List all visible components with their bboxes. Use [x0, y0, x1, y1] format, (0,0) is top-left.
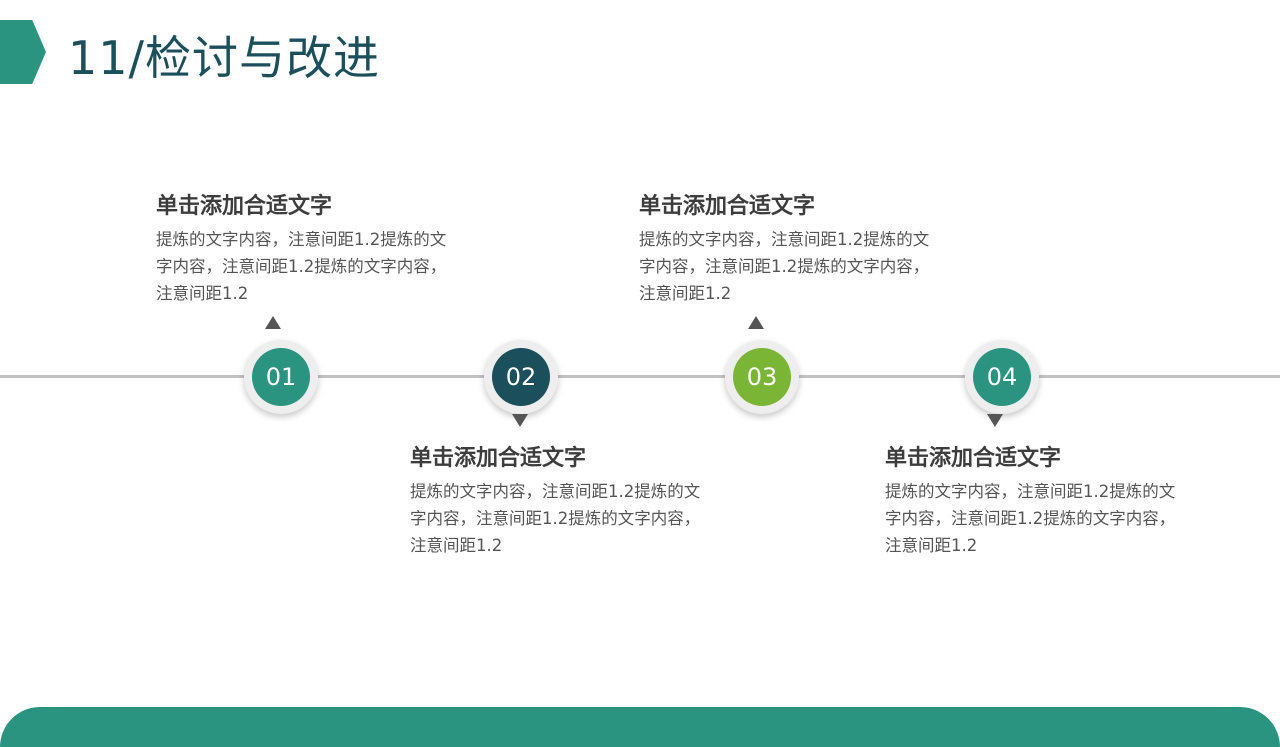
card-heading[interactable]: 单击添加合适文字	[156, 194, 333, 219]
card-body[interactable]: 提炼的文字内容，注意间距1.2提炼的文字内容，注意间距1.2提炼的文字内容，注意…	[885, 482, 1176, 555]
node-disc-2: 02	[492, 348, 550, 406]
arrow-down-icon	[512, 414, 528, 427]
card-body[interactable]: 提炼的文字内容，注意间距1.2提炼的文字内容，注意间距1.2提炼的文字内容，注意…	[410, 482, 701, 555]
timeline-card-2: 单击添加合适文字 提炼的文字内容，注意间距1.2提炼的文字内容，注意间距1.2提…	[410, 444, 710, 559]
arrow-down-icon	[987, 414, 1003, 427]
timeline-line	[0, 375, 1280, 378]
card-heading[interactable]: 单击添加合适文字	[410, 446, 587, 471]
timeline-node-4: 04	[965, 340, 1039, 414]
card-heading[interactable]: 单击添加合适文字	[639, 194, 816, 219]
timeline-card-4: 单击添加合适文字 提炼的文字内容，注意间距1.2提炼的文字内容，注意间距1.2提…	[885, 444, 1185, 559]
arrow-up-icon	[265, 316, 281, 329]
card-heading[interactable]: 单击添加合适文字	[885, 446, 1062, 471]
title-marker-tab	[0, 20, 46, 84]
slide-title: 11/检讨与改进	[68, 31, 381, 85]
node-disc-3: 03	[733, 348, 791, 406]
arrow-up-icon	[748, 316, 764, 329]
node-disc-1: 01	[252, 348, 310, 406]
timeline-node-2: 02	[484, 340, 558, 414]
timeline-card-3: 单击添加合适文字 提炼的文字内容，注意间距1.2提炼的文字内容，注意间距1.2提…	[639, 192, 939, 307]
card-body[interactable]: 提炼的文字内容，注意间距1.2提炼的文字内容，注意间距1.2提炼的文字内容，注意…	[156, 230, 447, 303]
node-disc-4: 04	[973, 348, 1031, 406]
timeline-card-1: 单击添加合适文字 提炼的文字内容，注意间距1.2提炼的文字内容，注意间距1.2提…	[156, 192, 456, 307]
timeline-node-3: 03	[725, 340, 799, 414]
footer-band	[0, 707, 1280, 747]
card-body[interactable]: 提炼的文字内容，注意间距1.2提炼的文字内容，注意间距1.2提炼的文字内容，注意…	[639, 230, 930, 303]
timeline-node-1: 01	[244, 340, 318, 414]
